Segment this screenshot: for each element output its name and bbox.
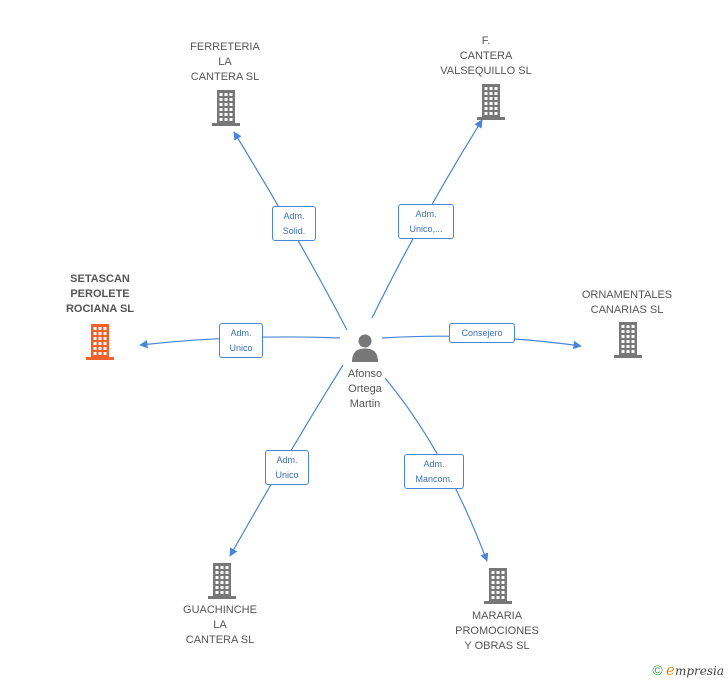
relation-label-setascan: Adm. Unico (219, 323, 263, 358)
company-label-f-cantera[interactable]: F. CANTERA VALSEQUILLO SL (440, 35, 532, 77)
building-icon[interactable] (206, 563, 238, 599)
building-icon[interactable] (612, 322, 644, 358)
building-icon[interactable] (210, 90, 242, 126)
company-label-guachinche[interactable]: GUACHINCHE LA CANTERA SL (183, 604, 257, 646)
brand-logo-text: mpresia (674, 664, 724, 678)
relation-label-mararia: Adm. Mancom. (404, 454, 464, 489)
company-label-ferreteria[interactable]: FERRETERIA LA CANTERA SL (190, 41, 260, 83)
building-icon[interactable] (482, 568, 514, 604)
copyright-icon: © (652, 662, 663, 678)
relation-label-f-cantera: Adm. Unico,... (398, 204, 454, 239)
relation-label-ferreteria: Adm. Solid. (272, 206, 316, 241)
person-label[interactable]: Afonso Ortega Martin (347, 368, 383, 410)
company-label-ornamentales[interactable]: ORNAMENTALES CANARIAS SL (581, 289, 673, 316)
brand-footer: © empresia (652, 661, 724, 679)
relation-label-guachinche: Adm. Unico (265, 450, 309, 485)
building-icon[interactable] (475, 84, 507, 120)
person-icon[interactable] (350, 332, 380, 362)
building-icon[interactable] (84, 324, 116, 360)
relation-label-ornamentales: Consejero (449, 323, 515, 343)
company-label-setascan[interactable]: SETASCAN PEROLETE ROCIANA SL (65, 273, 135, 315)
brand-logo-initial: e (666, 661, 675, 679)
company-label-mararia[interactable]: MARARIA PROMOCIONES Y OBRAS SL (455, 610, 539, 652)
